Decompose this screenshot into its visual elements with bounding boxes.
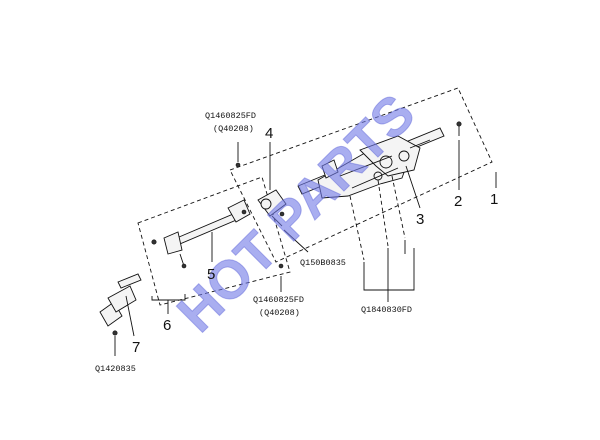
assembly-outlines — [137, 87, 493, 306]
part-number-labels: Q1460825FD (Q40208) Q150B0835 Q1460825FD… — [95, 111, 412, 374]
bolt-top-head — [235, 162, 241, 168]
coupling-assembly — [235, 162, 287, 269]
part-bolt-top: Q1460825FD — [205, 111, 256, 121]
washer-6 — [151, 239, 157, 245]
callout-2: 2 — [454, 193, 462, 210]
joint-body — [107, 285, 137, 313]
upper-yoke — [227, 199, 251, 223]
part-nut-mid: Q150B0835 — [300, 258, 346, 268]
leader-column-bolts — [363, 262, 415, 302]
callout-numbers: 1 2 3 4 5 6 7 — [132, 125, 498, 356]
part-bolt-bottom: Q1460825FD — [253, 295, 304, 305]
column-detail — [339, 139, 431, 189]
bolt-2-head — [456, 121, 462, 127]
callout-5: 5 — [207, 266, 215, 283]
coupling-shaft-link — [271, 215, 283, 227]
leader-lines — [114, 140, 497, 356]
callout-3: 3 — [416, 211, 424, 228]
intermediate-shaft — [151, 199, 251, 269]
coupling-nut — [279, 211, 285, 217]
callout-6: 6 — [163, 317, 171, 334]
column-mount-left — [321, 159, 339, 179]
joint-shaft — [117, 273, 142, 289]
assembly-1-outline — [229, 87, 493, 263]
leader-3 — [405, 165, 421, 209]
lower-yoke — [163, 231, 183, 255]
part-bolt-joint: Q1420835 — [95, 364, 136, 374]
part-bolt-top-alt: (Q40208) — [213, 124, 254, 134]
callout-7: 7 — [132, 339, 140, 356]
guide-c — [391, 175, 406, 239]
lower-joint-assembly — [99, 273, 142, 336]
guide-lines — [349, 175, 406, 261]
yoke-bolt — [241, 209, 247, 215]
column-bracket — [359, 135, 421, 177]
leader-6-bracket — [151, 294, 186, 314]
column-boss-2 — [398, 150, 410, 162]
callout-1: 1 — [490, 191, 498, 208]
part-bolts-column: Q1840830FD — [361, 305, 412, 315]
lower-bolt-head — [181, 263, 187, 269]
leader-nut-mid — [283, 229, 309, 253]
coupling-ring — [260, 198, 272, 210]
guide-a — [349, 195, 365, 261]
leader-7 — [125, 295, 135, 337]
bolt-bottom-head — [278, 263, 284, 269]
assembly-6-outline — [137, 176, 291, 306]
guide-b — [377, 179, 389, 247]
part-bolt-bottom-alt: (Q40208) — [259, 308, 300, 318]
joint-bolt-head — [112, 330, 118, 336]
callout-4: 4 — [265, 125, 273, 142]
steering-column-assembly — [297, 121, 462, 199]
column-bolts — [363, 240, 415, 276]
coupling-body — [257, 189, 287, 217]
